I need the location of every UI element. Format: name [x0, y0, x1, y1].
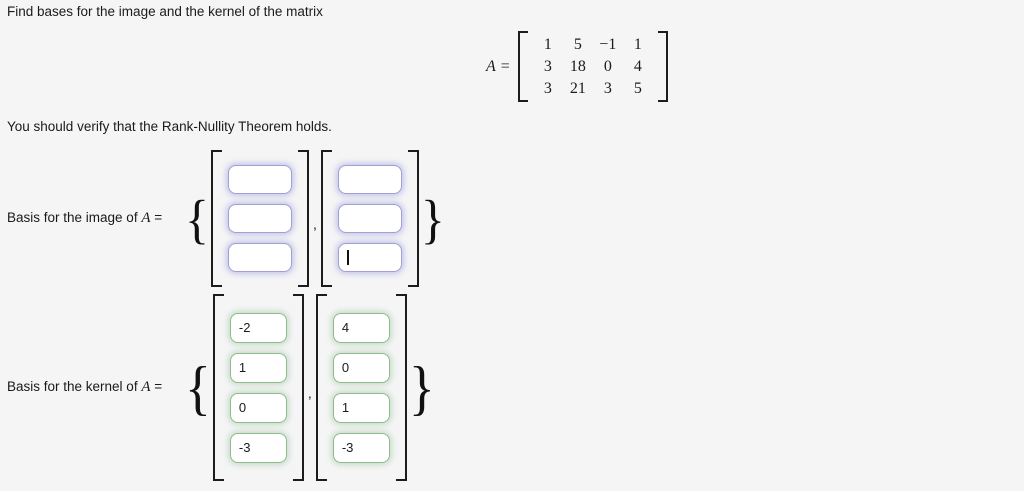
kernel-basis-label: Basis for the kernel of A =	[7, 379, 185, 396]
image-basis-vector-1	[211, 150, 309, 287]
problem-statement: Find bases for the image and the kernel …	[7, 4, 323, 19]
close-brace: }	[408, 353, 435, 422]
kernel-vector2-entry3-input[interactable]: 1	[332, 392, 390, 423]
kernel-basis-label-text: Basis for the kernel of	[7, 379, 138, 394]
matrix-cell: 21	[569, 80, 586, 97]
vector-right-bracket-icon	[395, 294, 407, 481]
input-value: 0	[238, 400, 247, 415]
matrix-cell: 3	[543, 58, 552, 75]
image-vector1-entry3-input[interactable]	[228, 243, 292, 272]
matrix-name: A	[141, 379, 151, 395]
image-basis-vector-2	[320, 150, 419, 287]
matrix-cell: 4	[633, 58, 642, 75]
rank-nullity-note: You should verify that the Rank-Nullity …	[7, 119, 332, 134]
input-value: 0	[341, 360, 350, 375]
kernel-vector2-entry4-input[interactable]: -3	[332, 432, 390, 463]
kernel-basis-vector-1: -2 1 0 -3	[212, 294, 304, 481]
matrix-cell: 3	[543, 80, 552, 97]
equals-sign: =	[154, 379, 163, 394]
vector-left-bracket-icon	[211, 150, 222, 287]
image-vector2-entry1-input[interactable]	[337, 165, 402, 194]
input-value: -3	[238, 440, 251, 455]
matrix-cell: 5	[633, 80, 642, 97]
vector-right-bracket-icon	[292, 294, 304, 481]
vector-left-bracket-icon	[212, 294, 224, 481]
vector-separator-comma: ,	[313, 215, 317, 232]
vector-separator-comma: ,	[307, 384, 312, 401]
kernel-vector1-entry3-input[interactable]: 0	[229, 392, 287, 423]
open-brace: {	[185, 353, 211, 422]
matrix-grid: 1 5 −1 1 3 18 0 4 3 21 3 5	[528, 31, 658, 102]
image-vector2-entry3-input[interactable]	[337, 243, 402, 272]
matrix-name: A	[141, 210, 151, 226]
matrix-cell: 0	[603, 58, 612, 75]
matrix-cell: 1	[633, 36, 642, 53]
input-value: -2	[238, 320, 251, 335]
input-value: 1	[238, 360, 247, 375]
matrix-right-bracket-icon	[657, 31, 668, 102]
matrix-cell: 1	[543, 36, 552, 53]
vector-left-bracket-icon	[315, 294, 327, 481]
vector-left-bracket-icon	[320, 150, 332, 287]
input-value: -3	[341, 440, 354, 455]
input-value: 1	[341, 400, 350, 415]
kernel-vector1-entry4-input[interactable]: -3	[229, 432, 287, 463]
vector-right-bracket-icon	[298, 150, 309, 287]
kernel-vector1-entry2-input[interactable]: 1	[229, 352, 287, 383]
image-basis-row: Basis for the image of A = { , }	[7, 150, 445, 287]
image-vector1-entry2-input[interactable]	[228, 204, 292, 233]
matrix-cell: 3	[603, 80, 612, 97]
image-basis-label: Basis for the image of A =	[7, 210, 185, 227]
kernel-vector2-entry1-input[interactable]: 4	[332, 312, 390, 343]
image-vector2-entry2-input[interactable]	[337, 204, 402, 233]
matrix-left-bracket-icon	[517, 31, 528, 102]
input-value: 4	[341, 320, 350, 335]
text-cursor	[346, 250, 349, 265]
matrix-definition: A = 1 5 −1 1 3 18 0 4 3 21 3 5	[486, 31, 668, 102]
close-brace: }	[420, 188, 445, 249]
matrix-name: A	[486, 57, 496, 75]
kernel-basis-row: Basis for the kernel of A = { -2 1 0 -3 …	[7, 294, 435, 481]
equals-sign: =	[500, 57, 510, 75]
open-brace: {	[185, 188, 209, 249]
matrix-cell: −1	[599, 36, 617, 53]
matrix-cell: 18	[569, 58, 586, 75]
vector-right-bracket-icon	[407, 150, 419, 287]
kernel-vector2-entry2-input[interactable]: 0	[332, 352, 390, 383]
matrix-cell: 5	[573, 36, 582, 53]
kernel-basis-vector-2: 4 0 1 -3	[315, 294, 407, 481]
image-vector1-entry1-input[interactable]	[228, 165, 292, 194]
equals-sign: =	[154, 210, 163, 225]
image-basis-label-text: Basis for the image of	[7, 210, 138, 225]
kernel-vector1-entry1-input[interactable]: -2	[229, 312, 287, 343]
